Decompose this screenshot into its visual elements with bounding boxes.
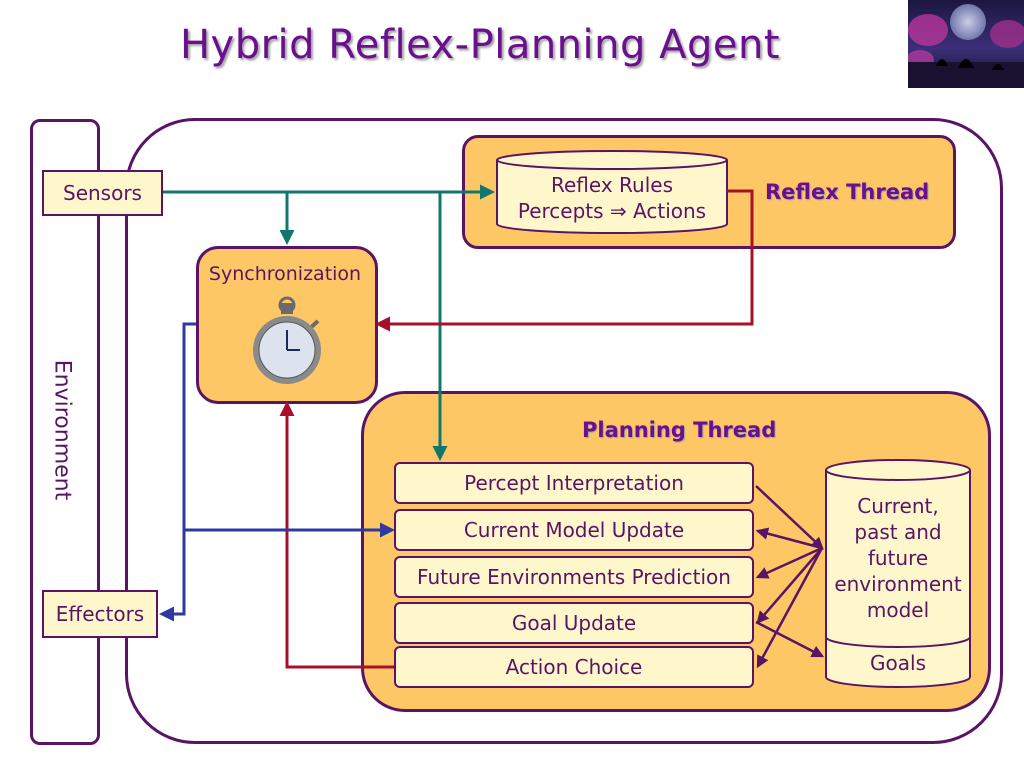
corner-decorative-image <box>908 0 1024 88</box>
stage-label: Percept Interpretation <box>464 471 684 495</box>
model-line: environment <box>834 572 962 596</box>
model-line: past and <box>854 520 942 544</box>
stage-label: Goal Update <box>511 611 637 635</box>
environment-frame <box>30 119 100 745</box>
stage-label: Current Model Update <box>463 518 685 542</box>
stage-label: Action Choice <box>505 655 643 679</box>
model-arrows <box>755 485 825 669</box>
reflex-rules-cylinder <box>496 150 728 234</box>
reflex-rules-text: Reflex Rules Percepts ⇒ Actions <box>498 172 726 224</box>
stage-future-environments-prediction: Future Environments Prediction <box>394 556 754 598</box>
reflex-action-arrows <box>279 189 754 669</box>
reflex-rules-mapping: Percepts ⇒ Actions <box>517 199 707 223</box>
planning-thread-label: Planning Thread <box>582 418 777 442</box>
environment-model-cylinder <box>825 459 971 688</box>
stage-percept-interpretation: Percept Interpretation <box>394 462 754 504</box>
goals-divider <box>825 636 971 648</box>
stopwatch-icon <box>253 296 321 384</box>
sensors-box: Sensors <box>42 170 163 216</box>
synchronization-label: Synchronization <box>208 263 362 285</box>
stage-label: Future Environments Prediction <box>417 565 731 589</box>
reflex-rules-title: Reflex Rules <box>550 173 673 197</box>
effectors-label: Effectors <box>55 602 145 626</box>
stage-action-choice: Action Choice <box>394 646 754 688</box>
stage-current-model-update: Current Model Update <box>394 509 754 551</box>
effector-arrows <box>159 322 395 622</box>
model-line: Current, <box>857 494 939 518</box>
reflex-thread-label: Reflex Thread <box>765 180 930 204</box>
effectors-box: Effectors <box>42 590 158 638</box>
night-lake-image <box>908 0 1024 88</box>
model-line: model <box>866 598 930 622</box>
sensors-label: Sensors <box>63 181 142 205</box>
model-line: future <box>867 546 929 570</box>
page-title: Hybrid Reflex-Planning Agent <box>179 22 781 68</box>
stage-goal-update: Goal Update <box>394 602 754 644</box>
environment-model-text: Current, past and future environment mod… <box>826 493 970 623</box>
goals-label: Goals <box>870 651 926 675</box>
